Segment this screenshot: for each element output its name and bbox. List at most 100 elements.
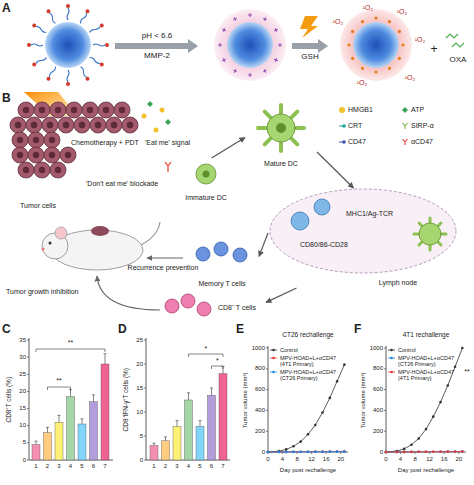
tick-label: 600 bbox=[255, 386, 265, 393]
tick-label: 20 bbox=[136, 361, 143, 368]
tick-label: 5 bbox=[140, 433, 143, 440]
legend-sample bbox=[270, 372, 277, 373]
tick-label: 600 bbox=[373, 386, 383, 393]
data-point bbox=[447, 450, 450, 453]
tick-mark bbox=[458, 452, 459, 454]
data-point bbox=[285, 451, 288, 454]
connector bbox=[259, 233, 268, 256]
data-point bbox=[321, 450, 324, 453]
lymph-node-outline bbox=[268, 188, 458, 288]
error-bar bbox=[81, 419, 84, 424]
legend-text: HMGB1 bbox=[348, 106, 373, 114]
significance-mark: ** bbox=[464, 368, 469, 376]
error-bar bbox=[199, 421, 202, 427]
data-point bbox=[314, 450, 317, 453]
tick-label: 8 bbox=[413, 456, 416, 463]
data-point bbox=[410, 451, 413, 454]
connector bbox=[266, 288, 297, 302]
tick-label: 30 bbox=[19, 354, 26, 361]
bar bbox=[219, 374, 227, 460]
tick-label: 1000 bbox=[370, 345, 383, 352]
node-label: Lymph node bbox=[379, 279, 417, 287]
bar bbox=[173, 426, 181, 460]
singlet-oxygen-label: ¹O₂ bbox=[405, 74, 416, 82]
data-point bbox=[403, 448, 406, 451]
axis-line bbox=[268, 346, 348, 452]
lymph-node: MHC1/Ag-TCRCD80/86-CD28Lymph node bbox=[268, 188, 458, 288]
data-point bbox=[385, 451, 388, 454]
legend-text: MPV-HOAD+L+αCD47 (4T1 Primary) bbox=[280, 355, 342, 368]
singlet-oxygen-label: ¹O₂ bbox=[363, 4, 374, 12]
bar bbox=[67, 397, 75, 460]
data-point bbox=[299, 440, 302, 443]
outcome-label: Recurrence prevention bbox=[128, 264, 199, 272]
data-line bbox=[268, 451, 344, 452]
legend-text: MPV-HOAD+L+αCD47 (CT26 Primary) bbox=[280, 369, 342, 382]
legend-sample bbox=[272, 371, 275, 374]
legend-sample bbox=[403, 123, 408, 129]
nanoparticle bbox=[214, 9, 286, 81]
data-point bbox=[267, 451, 270, 454]
data-point bbox=[329, 397, 332, 400]
error-bar bbox=[210, 388, 213, 395]
data-point bbox=[410, 450, 413, 453]
data-line bbox=[268, 451, 344, 453]
tick-mark bbox=[266, 431, 268, 432]
error-bar bbox=[69, 390, 72, 397]
mature-dc: Mature DC bbox=[245, 98, 317, 170]
data-point bbox=[329, 450, 332, 453]
tick-label: 12 bbox=[308, 456, 315, 463]
tick-label: 4 bbox=[69, 463, 72, 470]
effect-arrow bbox=[147, 257, 183, 258]
tick-label: 3 bbox=[175, 463, 178, 470]
bar bbox=[55, 422, 63, 460]
data-point bbox=[425, 428, 428, 431]
plus-sign: + bbox=[430, 43, 437, 57]
tick-mark bbox=[266, 348, 268, 349]
panel-letter: F bbox=[354, 323, 361, 337]
condition-label: pH < 6.6 bbox=[142, 31, 172, 40]
trigger-label: GSH bbox=[301, 52, 318, 61]
axis-title: Day post rechallenge bbox=[398, 467, 454, 474]
data-point bbox=[403, 451, 406, 454]
bar bbox=[78, 424, 86, 460]
data-point bbox=[425, 450, 428, 453]
legend-sample bbox=[272, 357, 275, 360]
tick-label: 3 bbox=[57, 463, 60, 470]
tumor-label: Tumor cells bbox=[20, 202, 56, 210]
tick-mark bbox=[384, 368, 386, 369]
tick-mark bbox=[415, 452, 416, 454]
data-point bbox=[285, 448, 288, 451]
process-arrow bbox=[292, 39, 328, 53]
immature-dc: Immature DC bbox=[178, 158, 234, 204]
data-line bbox=[268, 365, 344, 452]
significance-mark: * bbox=[216, 357, 219, 365]
tick-label: 10 bbox=[19, 422, 26, 429]
tick-mark bbox=[444, 452, 445, 454]
data-point bbox=[336, 450, 339, 453]
data-point bbox=[454, 450, 457, 453]
node-label: Immature DC bbox=[185, 194, 227, 202]
data-point bbox=[343, 363, 346, 366]
tick-mark bbox=[27, 374, 29, 375]
axis-line bbox=[386, 346, 466, 452]
data-point bbox=[425, 450, 428, 453]
tick-label: 25 bbox=[136, 337, 143, 344]
legend-sample bbox=[272, 349, 275, 352]
connector bbox=[212, 138, 245, 158]
chart-title: 4T1 rechallenge bbox=[403, 331, 450, 338]
data-point bbox=[267, 451, 270, 454]
bar bbox=[196, 426, 204, 460]
legend-text: CD47 bbox=[348, 138, 366, 146]
tick-mark bbox=[266, 368, 268, 369]
legend-text: Control bbox=[280, 347, 298, 353]
condition-label: MMP-2 bbox=[144, 51, 170, 60]
legend-text: CRT bbox=[348, 122, 362, 130]
laser-symbol bbox=[300, 16, 318, 38]
tick-label: 800 bbox=[373, 365, 383, 372]
tick-label: 200 bbox=[373, 428, 383, 435]
tick-mark bbox=[27, 391, 29, 392]
tick-mark bbox=[144, 436, 146, 437]
tick-mark bbox=[297, 452, 298, 454]
